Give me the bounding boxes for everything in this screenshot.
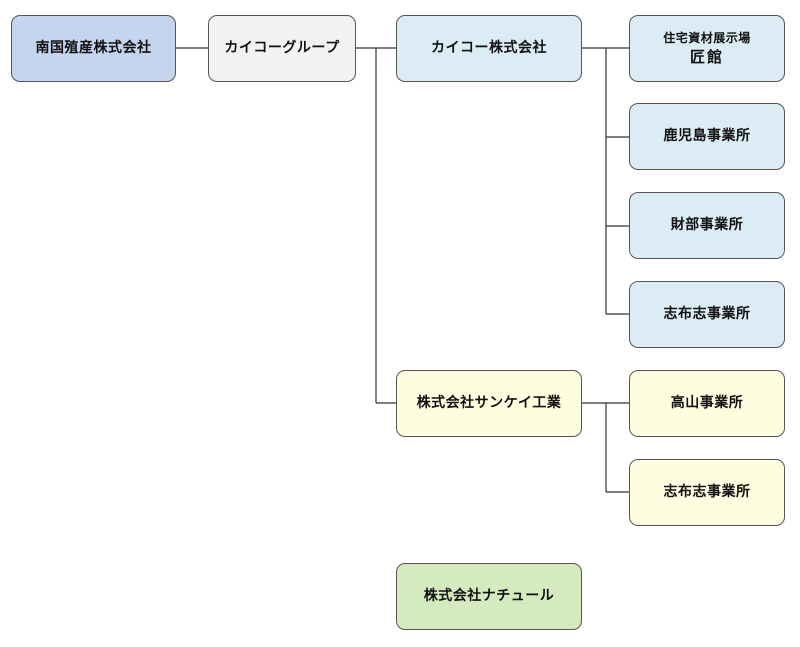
node-kagoshima-office: 鹿児島事業所 <box>629 103 785 170</box>
node-label: 鹿児島事業所 <box>663 127 751 144</box>
node-label: カイコーグループ <box>224 39 340 56</box>
node-label: 株式会社サンケイ工業 <box>416 394 562 411</box>
node-label: 志布志事業所 <box>663 483 751 500</box>
node-shibushi-office-kaiko: 志布志事業所 <box>629 281 785 348</box>
node-label: 財部事業所 <box>670 216 744 233</box>
node-label: 高山事業所 <box>670 394 744 411</box>
node-kaiko-corporation: カイコー株式会社 <box>396 15 582 82</box>
node-sankei-kogyo: 株式会社サンケイ工業 <box>396 370 582 437</box>
node-nangoku-shokusan: 南国殖産株式会社 <box>11 15 176 82</box>
node-label: 志布志事業所 <box>663 305 751 322</box>
node-takarabe-office: 財部事業所 <box>629 192 785 259</box>
node-kaiko-group: カイコーグループ <box>208 15 356 82</box>
node-label-line1: 住宅資材展示場 <box>663 30 751 45</box>
node-takumi-showroom: 住宅資材展示場 匠館 <box>629 15 785 82</box>
node-takayama-office: 高山事業所 <box>629 370 785 437</box>
node-label: 南国殖産株式会社 <box>35 39 152 56</box>
node-label-line2: 匠館 <box>689 47 724 66</box>
node-label: 株式会社ナチュール <box>423 587 555 604</box>
node-shibushi-office-sankei: 志布志事業所 <box>629 459 785 526</box>
node-label: カイコー株式会社 <box>431 39 547 56</box>
node-nature-corporation: 株式会社ナチュール <box>396 563 582 630</box>
